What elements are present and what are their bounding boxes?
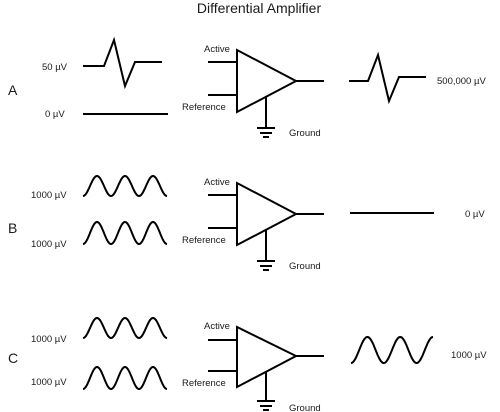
ground-label-b: Ground <box>289 261 321 272</box>
amplifier-a: Active Reference Ground <box>182 44 324 139</box>
active-input-level-a: 50 µV <box>42 62 68 73</box>
row-label-a: A <box>8 82 18 98</box>
reference-input-level-c: 1000 µV <box>31 377 67 388</box>
output-level-a: 500,000 µV <box>437 76 486 87</box>
active-input-spike-waveform-a <box>83 36 162 90</box>
reference-input-sine-waveform-c <box>82 365 168 391</box>
amplifier-b: Active Reference Ground <box>182 177 324 272</box>
ground-label-a: Ground <box>289 128 321 139</box>
active-input-level-b: 1000 µV <box>31 190 67 201</box>
active-label-a: Active <box>204 44 230 55</box>
ground-label-c: Ground <box>289 403 321 412</box>
output-level-c: 1000 µV <box>451 350 487 361</box>
amplifier-triangle-c <box>236 325 299 389</box>
reference-label-a: Reference <box>182 102 226 113</box>
reference-label-c: Reference <box>182 378 226 389</box>
output-level-b: 0 µV <box>465 209 485 220</box>
row-label-c: C <box>8 350 18 366</box>
output-spike-waveform-a <box>349 51 426 105</box>
reference-label-b: Reference <box>182 235 226 246</box>
active-input-sine-waveform-c <box>82 316 168 340</box>
active-input-sine-waveform-b <box>82 174 168 198</box>
reference-input-level-a: 0 µV <box>45 109 65 120</box>
row-a: A 50 µV 0 µV Active Reference Ground 500… <box>8 36 486 139</box>
amplifier-c: Active Reference Ground <box>182 321 324 412</box>
diagram-title: Differential Amplifier <box>197 0 322 16</box>
active-input-level-c: 1000 µV <box>31 334 67 345</box>
active-label-b: Active <box>204 177 230 188</box>
row-label-b: B <box>8 220 17 236</box>
row-b: B 1000 µV 1000 µV Active Reference Groun… <box>8 174 485 272</box>
output-sine-waveform-c <box>350 335 434 365</box>
row-c: C 1000 µV 1000 µV Active Reference Groun… <box>8 316 487 412</box>
active-label-c: Active <box>204 321 230 332</box>
reference-input-sine-waveform-b <box>82 220 168 246</box>
reference-input-level-b: 1000 µV <box>31 239 67 250</box>
